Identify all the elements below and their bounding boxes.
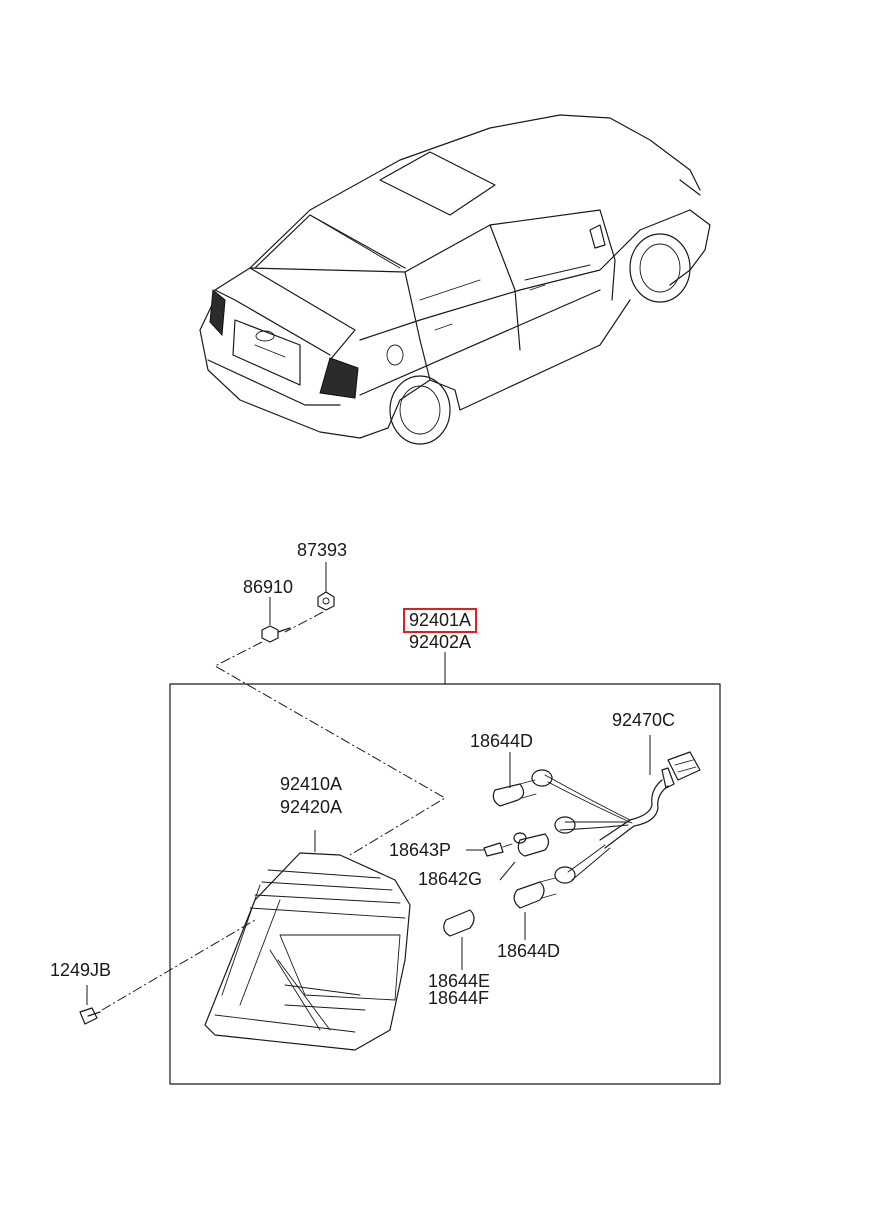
part-label-18644d-top[interactable]: 18644D	[470, 731, 534, 751]
part-label-18644e[interactable]: 18644E	[428, 971, 491, 991]
part-label-92402a[interactable]: 92402A	[409, 632, 472, 652]
wiring-harness	[443, 735, 701, 970]
part-label-86910[interactable]: 86910	[243, 577, 294, 597]
part-label-18643p[interactable]: 18643P	[389, 840, 452, 860]
part-label-92420a[interactable]: 92420A	[280, 797, 343, 817]
car-illustration	[199, 114, 711, 445]
tail-lamp-lens	[204, 830, 411, 1051]
screw-1249jb	[79, 919, 256, 1025]
part-label-92401a[interactable]: 92401A	[403, 608, 478, 633]
part-label-92470c[interactable]: 92470C	[612, 710, 676, 730]
part-label-92410a[interactable]: 92410A	[280, 774, 343, 794]
fastener-hardware	[213, 562, 446, 856]
part-label-87393[interactable]: 87393	[297, 540, 348, 560]
part-label-18644d-bottom[interactable]: 18644D	[497, 941, 561, 961]
part-label-1249jb[interactable]: 1249JB	[50, 960, 112, 980]
assembly-frame	[169, 683, 721, 1085]
part-label-18644f[interactable]: 18644F	[428, 988, 490, 1008]
part-label-18642g[interactable]: 18642G	[418, 869, 483, 889]
